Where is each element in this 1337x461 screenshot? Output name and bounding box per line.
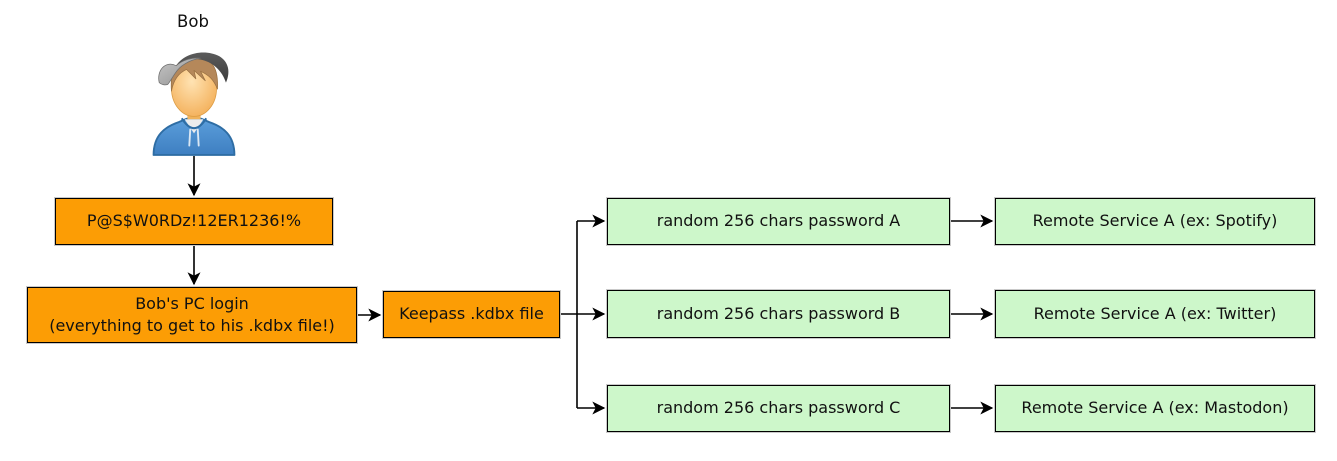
node-pc-login-line1: Bob's PC login	[135, 293, 249, 313]
node-master-password: P@S$W0RDz!12ER1236!%	[54, 197, 334, 246]
node-password-b: random 256 chars password B	[606, 289, 951, 339]
node-password-c: random 256 chars password C	[606, 384, 951, 433]
node-password-a: random 256 chars password A	[606, 197, 951, 246]
node-remote-service-twitter: Remote Service A (ex: Twitter)	[994, 289, 1316, 339]
node-remote-service-twitter-label: Remote Service A (ex: Twitter)	[1033, 303, 1277, 323]
node-master-password-label: P@S$W0RDz!12ER1236!%	[86, 211, 302, 231]
node-remote-service-spotify: Remote Service A (ex: Spotify)	[994, 197, 1316, 246]
person-avatar-icon	[152, 52, 236, 156]
node-pc-login: Bob's PC login (everything to get to his…	[26, 286, 358, 344]
node-password-a-label: random 256 chars password A	[656, 211, 901, 231]
node-remote-service-spotify-label: Remote Service A (ex: Spotify)	[1032, 211, 1278, 231]
node-remote-service-mastodon-label: Remote Service A (ex: Mastodon)	[1021, 398, 1289, 418]
node-password-b-label: random 256 chars password B	[656, 303, 901, 323]
node-remote-service-mastodon: Remote Service A (ex: Mastodon)	[994, 384, 1316, 433]
node-keepass-file: Keepass .kdbx file	[382, 290, 561, 339]
actor-name-label: Bob	[177, 12, 209, 31]
node-password-c-label: random 256 chars password C	[656, 398, 901, 418]
node-pc-login-line2: (everything to get to his .kdbx file!)	[49, 316, 335, 335]
node-keepass-file-label: Keepass .kdbx file	[399, 304, 544, 324]
